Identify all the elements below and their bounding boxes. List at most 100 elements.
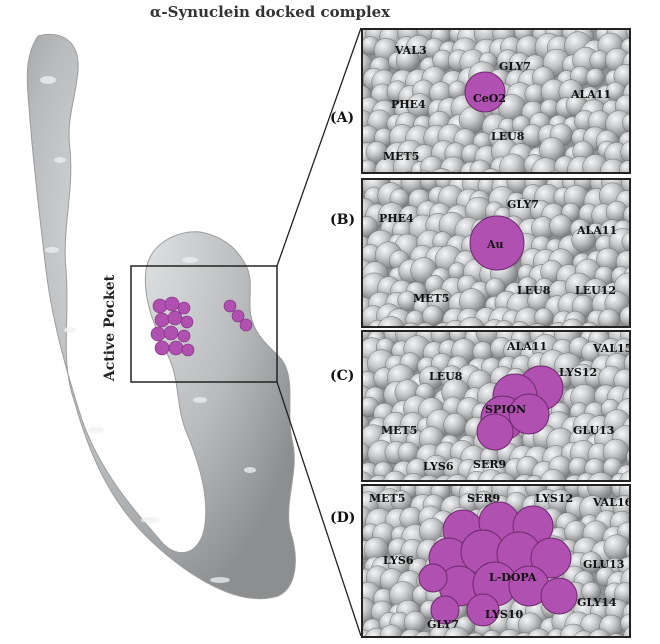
residue-label: VAL16 <box>593 496 631 509</box>
atom-sphere <box>623 205 629 225</box>
atom-sphere <box>540 469 566 480</box>
ligand-label: SPION <box>485 403 526 416</box>
panel-a-label: (A) <box>330 110 355 126</box>
residue-label: ALA11 <box>577 224 618 237</box>
atom-sphere <box>622 113 629 133</box>
atom-sphere <box>619 470 629 480</box>
active-pocket-label: Active Pocket <box>100 268 120 388</box>
residue-label: LEU8 <box>517 284 551 297</box>
atom-sphere <box>609 633 623 636</box>
atom-sphere <box>363 471 374 480</box>
residue-label: LYS10 <box>485 608 524 621</box>
active-pocket-label-text: Active Pocket <box>102 274 118 382</box>
atom-sphere <box>482 168 500 172</box>
atom-sphere <box>414 631 434 636</box>
panel-a: VAL3 GLY7 PHE4 ALA11 LEU8 MET5 CeO2 <box>361 28 631 174</box>
atom-sphere <box>625 543 629 559</box>
residue-label: SER9 <box>473 458 507 471</box>
residue-label: VAL3 <box>395 44 427 57</box>
residue-label: ALA11 <box>507 340 548 353</box>
atom-sphere <box>369 474 389 480</box>
residue-label: GLY7 <box>507 198 539 211</box>
atom-sphere <box>626 450 629 465</box>
atom-sphere <box>495 320 514 326</box>
atom-sphere <box>561 318 584 326</box>
residue-label: VAL15 <box>593 342 631 355</box>
atom-sphere <box>621 232 629 252</box>
atom-sphere <box>511 321 529 326</box>
ligand-label: Au <box>487 238 504 251</box>
panel-a-ligand-sphere <box>464 71 506 113</box>
residue-label: GLU13 <box>573 424 615 437</box>
atom-sphere <box>581 321 598 326</box>
residue-label: GLU13 <box>583 558 625 571</box>
panel-b-ligand-sphere <box>469 215 525 271</box>
atom-sphere <box>585 68 605 87</box>
atom-sphere <box>534 307 554 326</box>
atom-sphere <box>483 630 501 636</box>
residue-label: SER9 <box>467 492 501 505</box>
active-pocket-box <box>130 265 278 383</box>
atom-sphere <box>623 353 629 374</box>
atom-sphere <box>571 227 596 253</box>
atom-sphere <box>432 168 451 172</box>
residue-label: MET5 <box>381 424 418 437</box>
atom-sphere <box>418 475 440 480</box>
residue-label: MET5 <box>369 492 406 505</box>
atom-sphere <box>403 322 419 326</box>
residue-label: ALA11 <box>571 88 612 101</box>
residue-label: LYS6 <box>383 554 414 567</box>
residue-label: GLY7 <box>427 618 459 631</box>
atom-sphere <box>458 316 485 326</box>
atom-sphere <box>383 470 408 480</box>
residue-label: GLY14 <box>577 596 617 609</box>
atom-sphere <box>529 323 546 326</box>
atom-sphere <box>379 624 404 636</box>
panel-a-atom-spheres <box>363 30 629 172</box>
atom-sphere <box>598 308 620 326</box>
atom-sphere <box>467 632 484 636</box>
atom-sphere <box>619 160 629 172</box>
atom-sphere <box>549 170 560 172</box>
ligand-label: CeO2 <box>473 92 506 105</box>
atom-sphere <box>573 630 595 636</box>
atom-sphere <box>580 551 603 574</box>
atom-sphere <box>588 628 611 636</box>
residue-label: PHE4 <box>379 212 414 225</box>
ligand-label: L-DOPA <box>489 571 537 584</box>
figure-title: α-Synuclein docked complex <box>149 3 391 21</box>
residue-label: MET5 <box>383 150 420 163</box>
residue-label: LYS12 <box>535 492 574 505</box>
zoom-line-bottom <box>276 381 362 637</box>
atom-sphere <box>451 170 462 172</box>
panel-c-ligand-spheres <box>476 365 564 451</box>
residue-label: MET5 <box>413 292 450 305</box>
pocket-ligand-cluster-left <box>150 296 195 357</box>
atom-sphere <box>443 626 470 636</box>
atom-sphere <box>491 472 516 480</box>
atom-sphere <box>498 629 522 636</box>
atom-sphere <box>422 305 444 326</box>
atom-sphere <box>625 30 629 39</box>
atom-sphere <box>417 322 433 326</box>
atom-sphere <box>623 626 629 636</box>
residue-label: LEU8 <box>429 370 463 383</box>
residue-label: LEU8 <box>491 130 525 143</box>
pocket-ligand-cluster-right <box>223 299 253 332</box>
atom-sphere <box>527 628 551 636</box>
panel-d: MET5 SER9 LYS12 VAL16 LYS6 GLU13 GLY14 L… <box>361 484 631 638</box>
panel-d-ligand-spheres <box>418 501 578 627</box>
atom-sphere <box>619 306 629 326</box>
atom-sphere <box>402 473 425 480</box>
atom-sphere <box>620 140 629 164</box>
panel-b-label: (B) <box>330 212 356 228</box>
zoom-line-top <box>276 27 362 267</box>
panel-c-label: (C) <box>330 368 355 384</box>
residue-label: GLY7 <box>499 60 531 73</box>
residue-label: LEU12 <box>575 284 617 297</box>
residue-label: PHE4 <box>391 98 426 111</box>
atom-sphere <box>446 474 469 480</box>
residue-label: LYS12 <box>559 366 598 379</box>
residue-label: LYS6 <box>423 460 454 473</box>
